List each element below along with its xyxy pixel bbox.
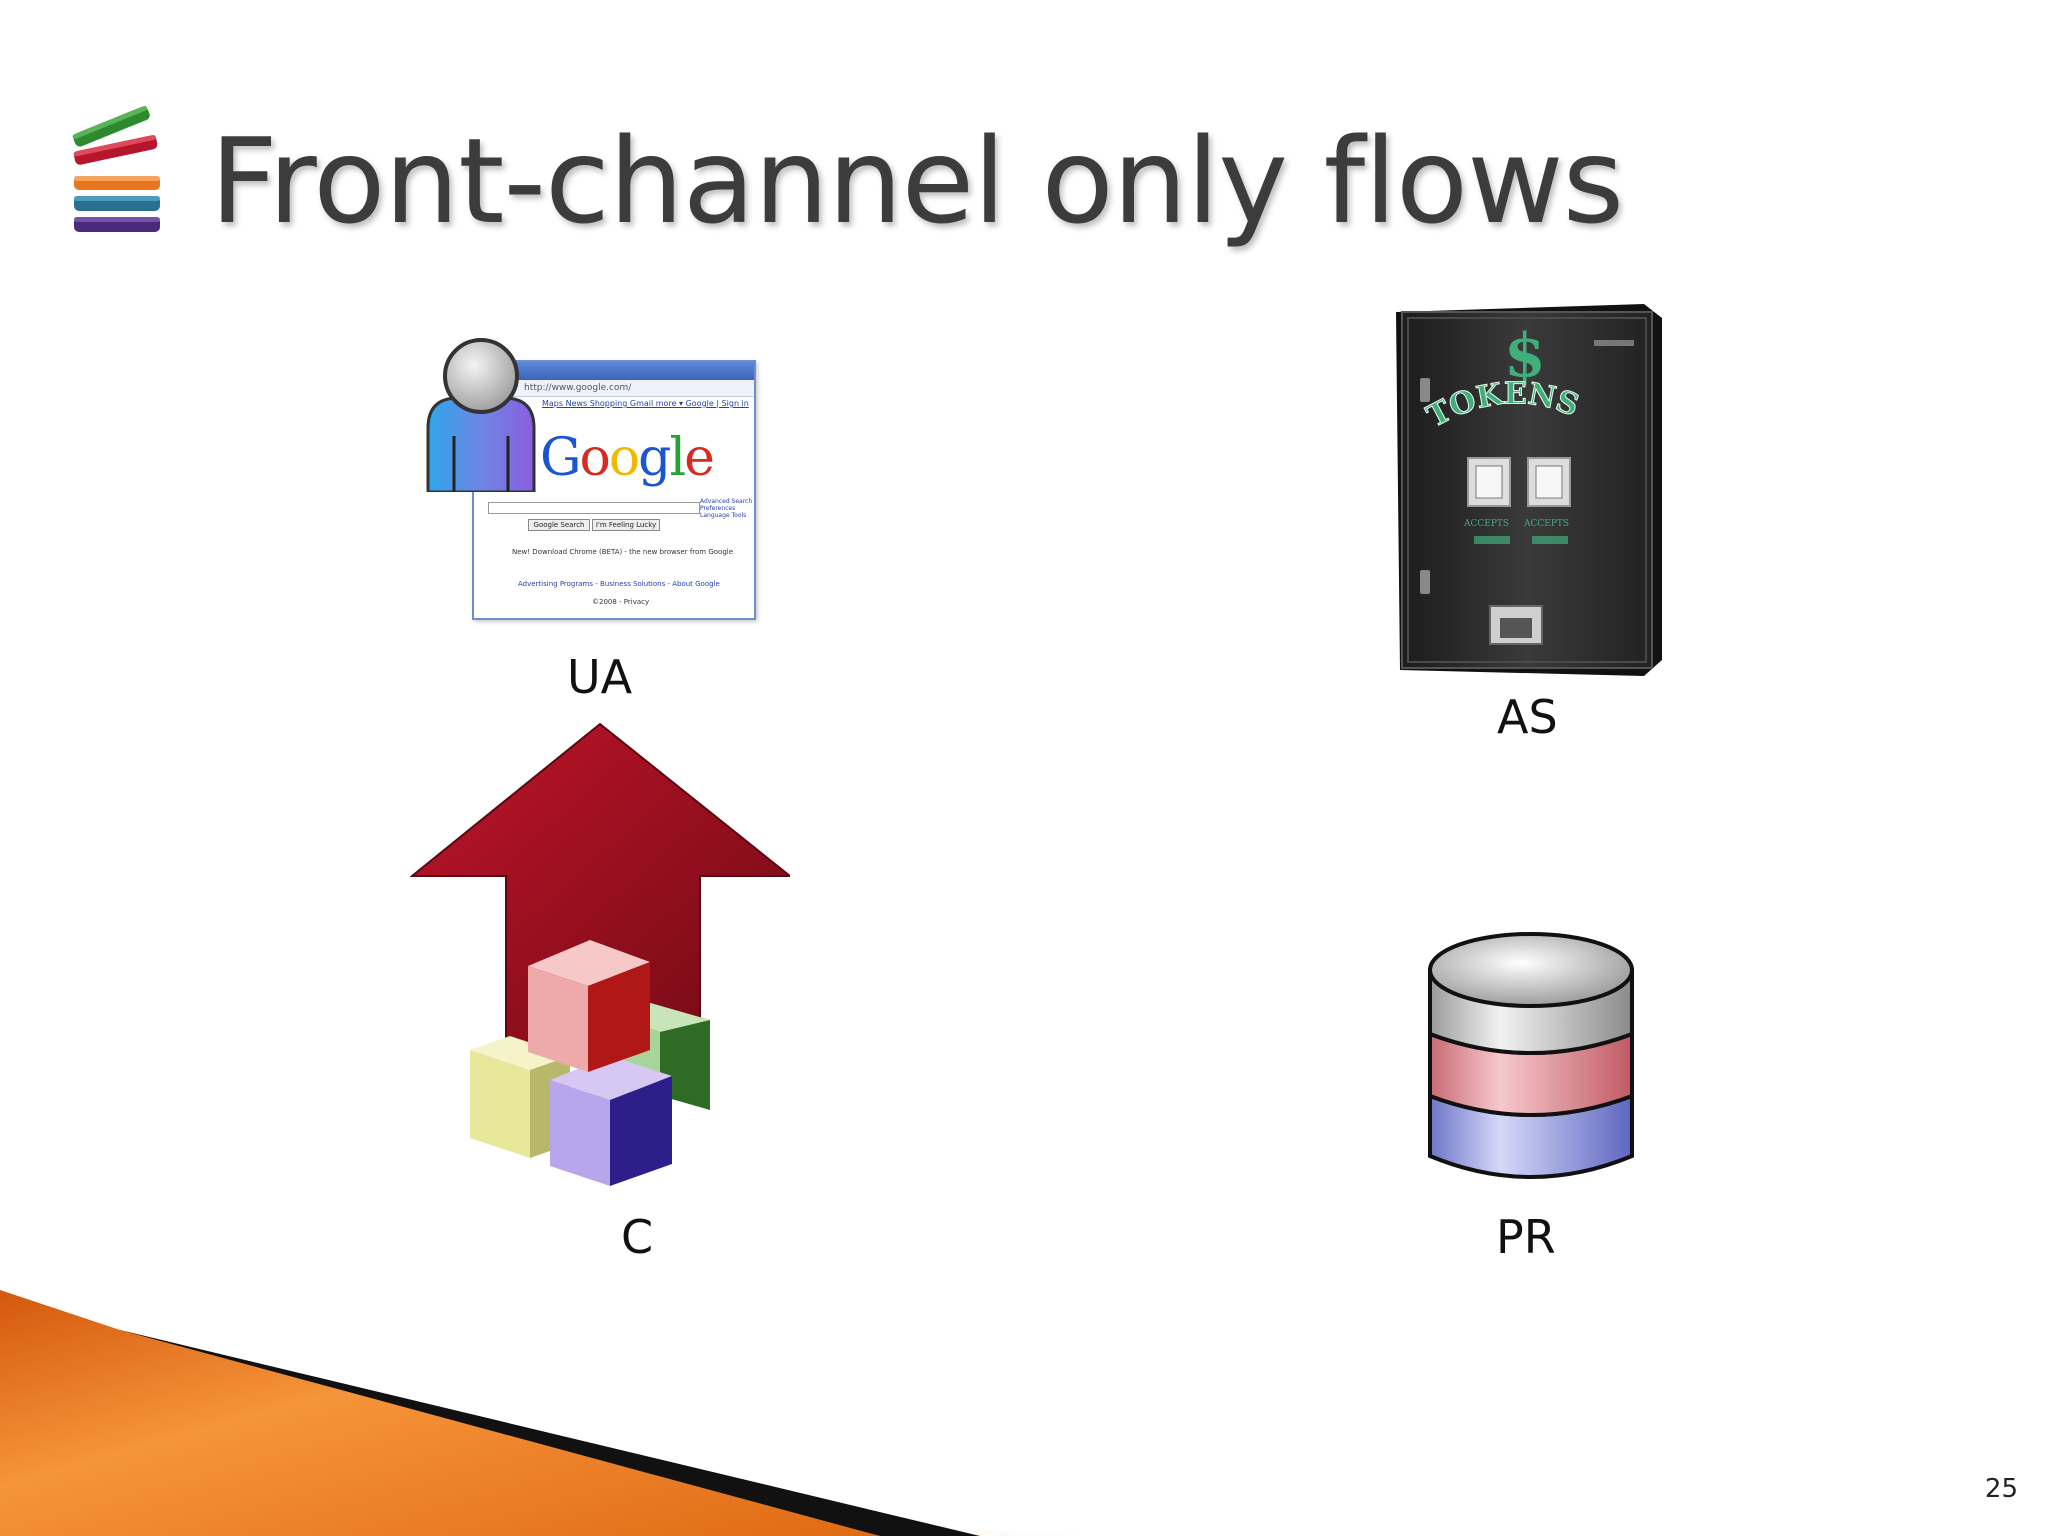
browser-side-links: Advanced Search Preferences Language Too…	[700, 498, 753, 519]
browser-promo: New! Download Chrome (BETA) - the new br…	[512, 548, 734, 556]
pr-label: PR	[1496, 1210, 1556, 1264]
slot-label-right: ACCEPTS	[1523, 519, 1569, 529]
as-label: AS	[1497, 690, 1558, 744]
browser-lucky-button: I'm Feeling Lucky	[592, 519, 660, 531]
google-logo: Google	[540, 428, 715, 488]
browser-footer-links: Advertising Programs - Business Solution…	[518, 580, 720, 588]
footer-swoosh	[0, 1290, 1100, 1536]
page-number: 25	[1984, 1474, 2018, 1504]
token-machine-icon: $ TOKENS ACCEPTS ACCEPTS	[1396, 304, 1662, 676]
browser-search-button: Google Search	[528, 519, 590, 531]
browser-address: http://www.google.com/	[474, 380, 754, 397]
browser-title-bar	[474, 362, 754, 380]
browser-copyright: ©2008 - Privacy	[592, 598, 650, 606]
cubes-icon	[470, 940, 710, 1186]
token-dollar-sign: $	[1504, 321, 1546, 391]
up-arrow-icon	[410, 722, 790, 1186]
books-icon	[72, 105, 160, 232]
browser-nav-links: Maps News Shopping Gmail more ▾ Google |…	[542, 399, 749, 408]
database-icon	[1428, 932, 1634, 1179]
ua-label: UA	[567, 650, 633, 704]
browser-search-box	[488, 502, 700, 514]
slide-title: Front-channel only flows	[210, 112, 1624, 250]
browser-window-icon: http://www.google.com/ Maps News Shoppin…	[472, 360, 756, 620]
user-icon	[426, 338, 536, 492]
client-label: C	[621, 1210, 654, 1264]
slot-label-left: ACCEPTS	[1463, 519, 1509, 529]
